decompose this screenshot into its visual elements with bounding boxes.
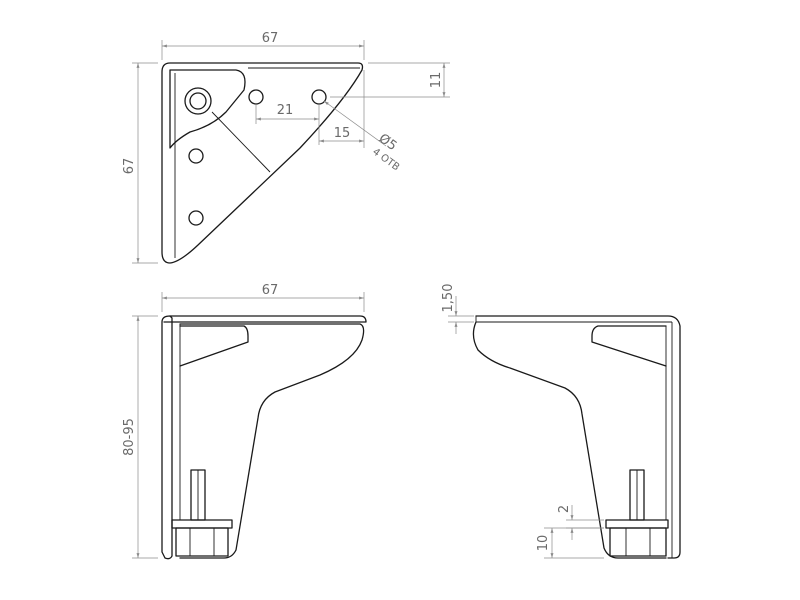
front-view: 67 80-95 [122, 283, 367, 560]
front-washer [171, 519, 233, 529]
top-height-label: 67 [122, 158, 137, 175]
corner-pad [169, 69, 246, 149]
hole-4 [188, 210, 204, 226]
offset-label: 11 [429, 72, 444, 89]
top-width-label: 67 [262, 31, 279, 46]
main-hole-inner [189, 92, 207, 110]
front-inner-tab [179, 325, 249, 367]
front-height-label: 80-95 [122, 418, 137, 456]
side-inner-tab [591, 325, 667, 367]
thickness-label: 1,50 [441, 284, 456, 313]
front-nut [175, 527, 229, 557]
side-nut [609, 527, 667, 557]
front-vertical-plate [161, 315, 173, 560]
top-view-outline [161, 62, 364, 264]
hole-2 [311, 89, 327, 105]
hole-1 [248, 89, 264, 105]
side-body [472, 321, 667, 559]
nut-height-label: 10 [536, 535, 551, 552]
fold-line [211, 111, 271, 173]
side-top-plate [475, 315, 681, 559]
front-top-plate [163, 315, 367, 323]
hole-3 [188, 148, 204, 164]
front-body [179, 323, 365, 559]
front-width-label: 67 [262, 283, 279, 298]
gap-label: 2 [557, 505, 572, 513]
side-view: 1,50 2 10 [441, 284, 681, 559]
spacing-21-label: 21 [277, 103, 294, 118]
side-washer [605, 519, 669, 529]
top-view: 67 67 11 21 15 Ø5 4 ОТВ [122, 31, 450, 264]
spacing-15-label: 15 [334, 126, 351, 141]
main-hole-outer [184, 87, 212, 115]
